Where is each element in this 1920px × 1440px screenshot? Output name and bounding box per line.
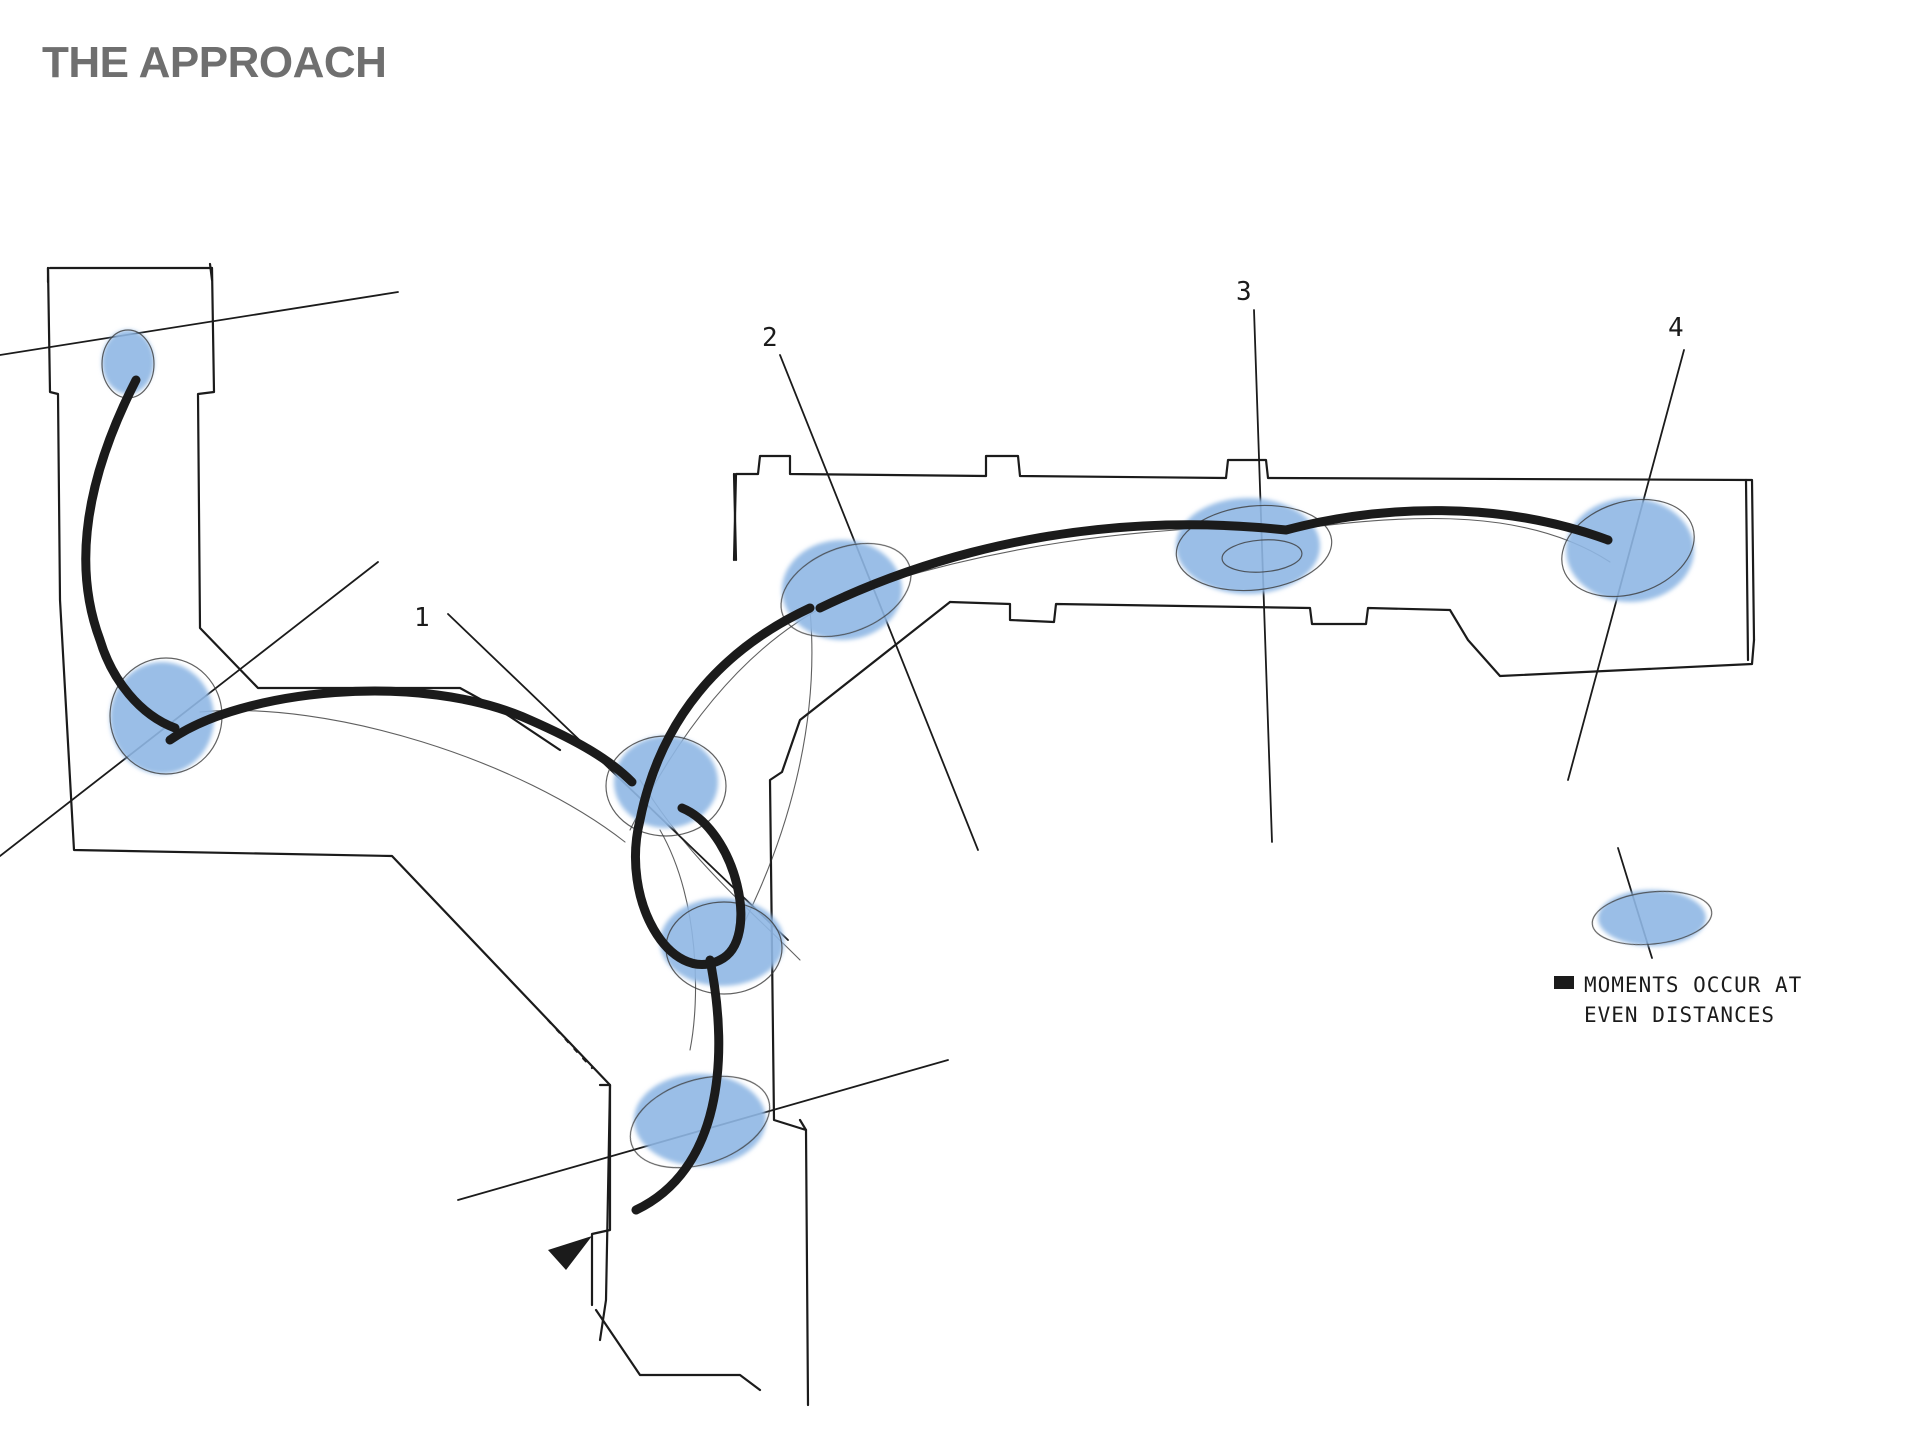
moment-outline-8: [1561, 498, 1695, 598]
section-marker-4: 4: [1668, 313, 1684, 343]
legend-line-2: EVEN DISTANCES: [1584, 1003, 1775, 1027]
moment-outlines: [101, 329, 1713, 1169]
moment-outline-6: [780, 542, 912, 638]
south-entry-dotted: [546, 1018, 594, 1070]
building-outline: [46, 262, 1756, 1407]
moment-wash-8: [1566, 498, 1694, 602]
west-wing-inner-wall: [196, 266, 562, 752]
entry-arrow-icon: [548, 1236, 592, 1270]
moment-inner-stroke-7: [1221, 539, 1303, 573]
section-marker-1: 1: [414, 603, 430, 633]
approach-path: [81, 375, 1613, 1215]
approach-path-east: [815, 506, 1613, 613]
west-wing-outline: [46, 266, 612, 1342]
moment-outline-5: [629, 1075, 771, 1169]
moment-wash-1: [102, 330, 154, 394]
moment-washes: [102, 330, 1706, 1166]
east-wing-left-wall: [732, 472, 738, 562]
legend: MOMENTS OCCUR AT EVEN DISTANCES: [1554, 973, 1802, 1027]
west-wing-ticks: [46, 262, 214, 284]
east-wing-right-end: [1744, 478, 1750, 662]
page-title: THE APPROACH: [42, 38, 387, 87]
moment-wash-5: [634, 1074, 766, 1166]
moment-outline-7: [1175, 504, 1333, 592]
approach-path-loop: [631, 603, 815, 969]
east-wing-bottom-wall: [948, 600, 1756, 678]
moment-wash-legend: [1598, 890, 1706, 946]
approach-path-west: [165, 686, 637, 787]
moment-outline-legend: [1591, 890, 1713, 946]
moment-wash-6: [782, 540, 902, 640]
approach-path-south: [631, 955, 724, 1215]
east-wing-top-wall: [732, 454, 1756, 642]
section-markers: 1 2 3 4: [414, 277, 1684, 633]
hinge-wall-east: [768, 600, 952, 1132]
legend-line-1: MOMENTS OCCUR AT: [1584, 973, 1802, 997]
section-marker-3: 3: [1236, 277, 1252, 307]
section-line-top: [0, 291, 399, 356]
section-lines: [0, 291, 1685, 1201]
moment-wash-4: [660, 898, 784, 986]
approach-path-north: [81, 375, 180, 733]
guide-stroke-a: [199, 709, 626, 843]
section-marker-2: 2: [762, 323, 778, 353]
legend-swatch-icon: [1554, 976, 1574, 989]
guide-strokes: [199, 517, 1611, 1051]
